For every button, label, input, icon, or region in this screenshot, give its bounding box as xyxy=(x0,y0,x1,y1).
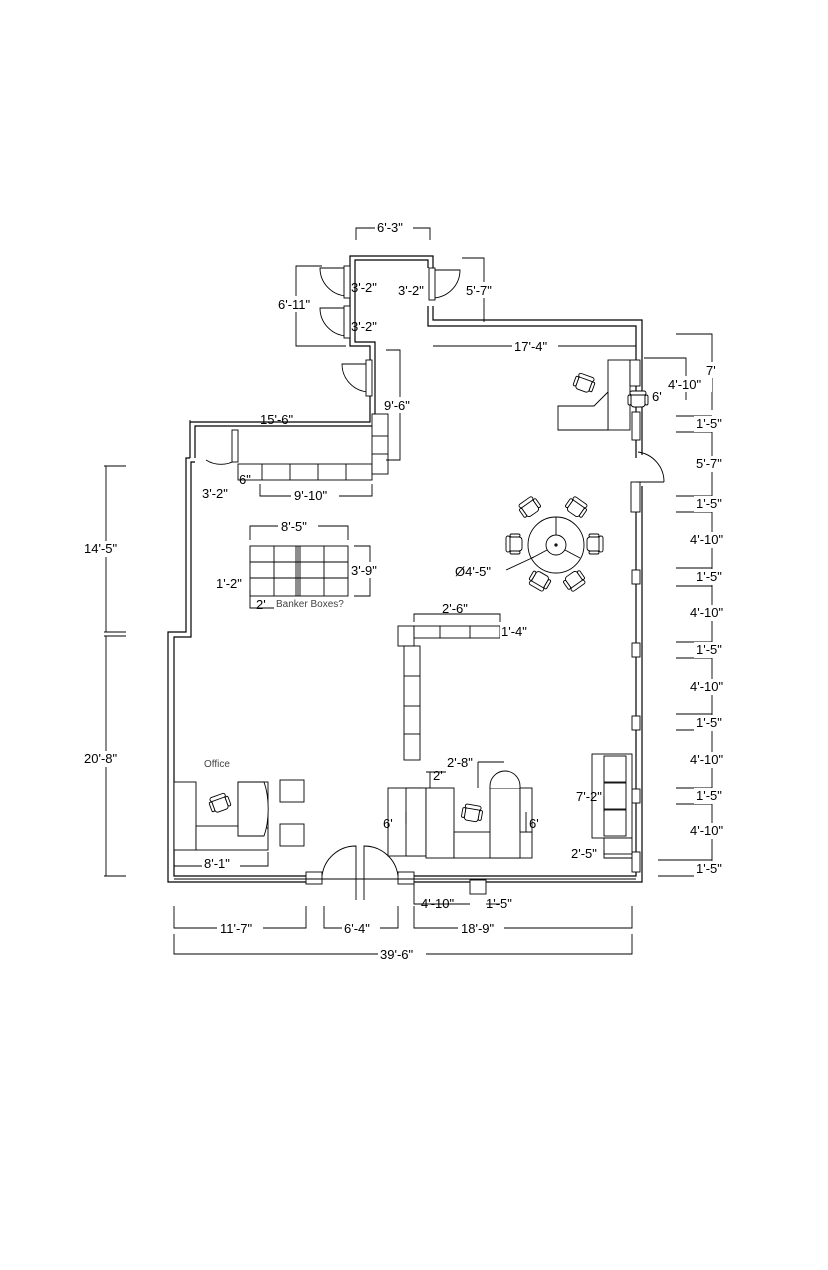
dim-right-col-1: 5'-7" xyxy=(696,456,722,471)
dim-table-diameter: Ø4'-5" xyxy=(455,564,491,579)
dim-right-col-12: 1'-5" xyxy=(696,861,722,876)
dim-ws-height-right: 6' xyxy=(529,816,539,831)
dim-sofa-depth: 2'-5" xyxy=(571,846,597,861)
dim-bottom-left: 11'-7" xyxy=(220,921,253,936)
dim-top-width: 6'-3" xyxy=(377,220,403,235)
dim-overall: 39'-6" xyxy=(380,947,414,962)
dim-right-col-9: 4'-10" xyxy=(690,752,724,767)
dim-right-top-b: 4'-10" xyxy=(668,377,702,392)
dim-right-col-11: 4'-10" xyxy=(690,823,724,838)
dim-top-run: 17'-4" xyxy=(514,339,548,354)
dim-right-col-3: 4'-10" xyxy=(690,532,724,547)
dim-desk-depth: 1'-4" xyxy=(501,624,527,639)
dim-counter-length: 9'-10" xyxy=(294,488,328,503)
workstation-top-right xyxy=(557,359,649,431)
dim-box-width: 8'-5" xyxy=(281,519,307,534)
dim-door-lower-left: 3'-2" xyxy=(351,319,377,334)
dim-counter-depth: 6" xyxy=(239,472,251,487)
dim-door-main: 6'-4" xyxy=(344,921,370,936)
workstation-bottom xyxy=(387,761,533,859)
dim-office-width: 8'-1" xyxy=(204,856,230,871)
dim-hall-width: 15'-6" xyxy=(260,412,294,427)
dim-right-vestibule: 5'-7" xyxy=(466,283,492,298)
dim-bottom-right-b: 1'-5" xyxy=(486,896,512,911)
doors xyxy=(205,265,665,900)
office-furniture xyxy=(173,779,305,851)
dim-right-col-5: 4'-10" xyxy=(690,605,724,620)
dim-right-col-8: 1'-5" xyxy=(696,715,722,730)
dim-right-col-2: 1'-5" xyxy=(696,496,722,511)
dim-hall-vertical: 9'-6" xyxy=(384,398,410,413)
dim-door-upper-left: 3'-2" xyxy=(351,280,377,295)
dim-left-upper: 14'-5" xyxy=(84,541,118,556)
label-banker-boxes: Banker Boxes? xyxy=(276,599,344,610)
center-desk xyxy=(397,625,501,761)
counter-top xyxy=(237,413,389,481)
dim-door-hall: 3'-2" xyxy=(202,486,228,501)
dim-right-col-4: 1'-5" xyxy=(696,569,722,584)
dim-box-cell: 1'-2" xyxy=(216,576,242,591)
column xyxy=(469,879,487,895)
dim-right-top-c: 6' xyxy=(652,389,662,404)
dim-desk-top: 2'-6" xyxy=(442,601,468,616)
label-office: Office xyxy=(204,759,230,770)
dim-bottom-right-a: 4'-10" xyxy=(421,896,455,911)
dim-right-top-a: 7' xyxy=(706,363,716,378)
dim-ws-top: 2'-8" xyxy=(447,755,473,770)
dim-left-closet: 6'-11" xyxy=(278,297,311,312)
dim-left-lower: 20'-8" xyxy=(84,751,118,766)
dim-sofa-len: 7'-2" xyxy=(576,789,602,804)
dim-right-col-10: 1'-5" xyxy=(696,788,722,803)
dim-right-col-6: 1'-5" xyxy=(696,642,722,657)
dim-ws-left: 2' xyxy=(433,768,443,783)
round-table xyxy=(505,494,604,594)
dim-box-depth: 3'-9" xyxy=(351,563,377,578)
sofa-right xyxy=(591,753,633,855)
dim-bottom-right: 18'-9" xyxy=(461,921,495,936)
right-dimension-column: 1'-5" 5'-7" 1'-5" 4'-10" 1'-5" 4'-10" 1'… xyxy=(688,416,734,877)
banker-boxes xyxy=(249,545,349,597)
dim-right-col-7: 4'-10" xyxy=(690,679,724,694)
dim-right-col-0: 1'-5" xyxy=(696,416,722,431)
dim-door-upper-right: 3'-2" xyxy=(398,283,424,298)
dim-box-gap: 2' xyxy=(256,597,266,612)
dim-ws-height-left: 6' xyxy=(383,816,393,831)
dimension-labels: 6'-3" 6'-11" 3'-2" 3'-2" 3'-2" 5'-7" 17'… xyxy=(82,219,722,963)
